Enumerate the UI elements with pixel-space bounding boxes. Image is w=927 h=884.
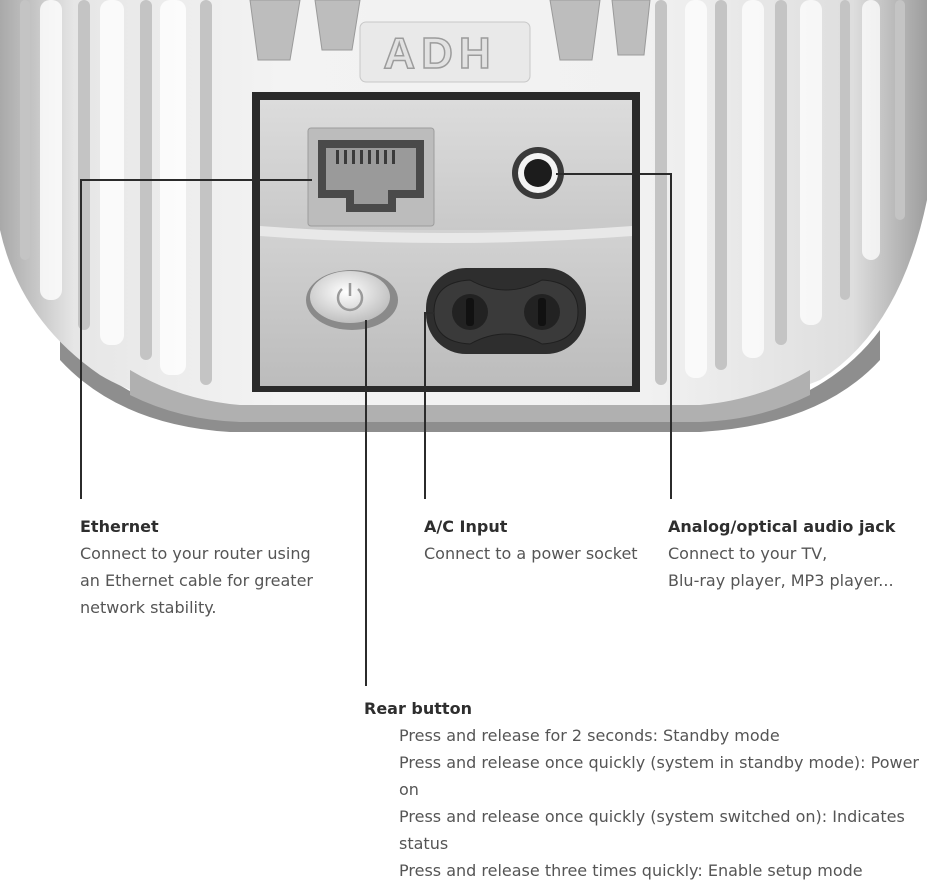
rear-button-instruction: Press and release three times quickly: E… [399,861,863,880]
ac-input-leader-h [424,312,434,314]
audio-jack-port [512,147,564,199]
brand-logo: ADH [383,29,496,78]
ac-input-title: A/C Input [424,517,508,536]
ac-input-description: Connect to a power socket [424,544,638,563]
ac-input-leader-v [424,312,426,499]
rear-button-leader-v [365,320,367,686]
ethernet-title: Ethernet [80,517,159,536]
audio-jack-leader-v [670,173,672,499]
ac-input-callout: A/C Input Connect to a power socket [424,513,638,567]
audio-jack-leader-h [556,173,671,175]
audio-jack-callout: Analog/optical audio jack Connect to you… [668,513,895,594]
audio-jack-title: Analog/optical audio jack [668,517,896,536]
rear-button-instructions: Press and release for 2 seconds: Standby… [399,722,927,884]
ethernet-leader-v [80,179,82,499]
ethernet-callout: Ethernet Connect to your router using an… [80,513,313,621]
ac-power-inlet [426,268,586,354]
rear-button-instruction: Press and release once quickly (system s… [399,807,905,853]
ethernet-leader-h [80,179,312,181]
ethernet-description: Connect to your router using an Ethernet… [80,544,313,617]
rear-button-instruction: Press and release once quickly (system i… [399,753,920,799]
speaker-rear-illustration: ADH [0,0,927,432]
rear-button-title: Rear button [364,699,472,718]
rear-button-instruction: Press and release for 2 seconds: Standby… [399,726,780,745]
audio-jack-description: Connect to your TV, Blu-ray player, MP3 … [668,544,894,590]
rear-power-button [306,270,398,330]
ethernet-port [307,127,435,227]
